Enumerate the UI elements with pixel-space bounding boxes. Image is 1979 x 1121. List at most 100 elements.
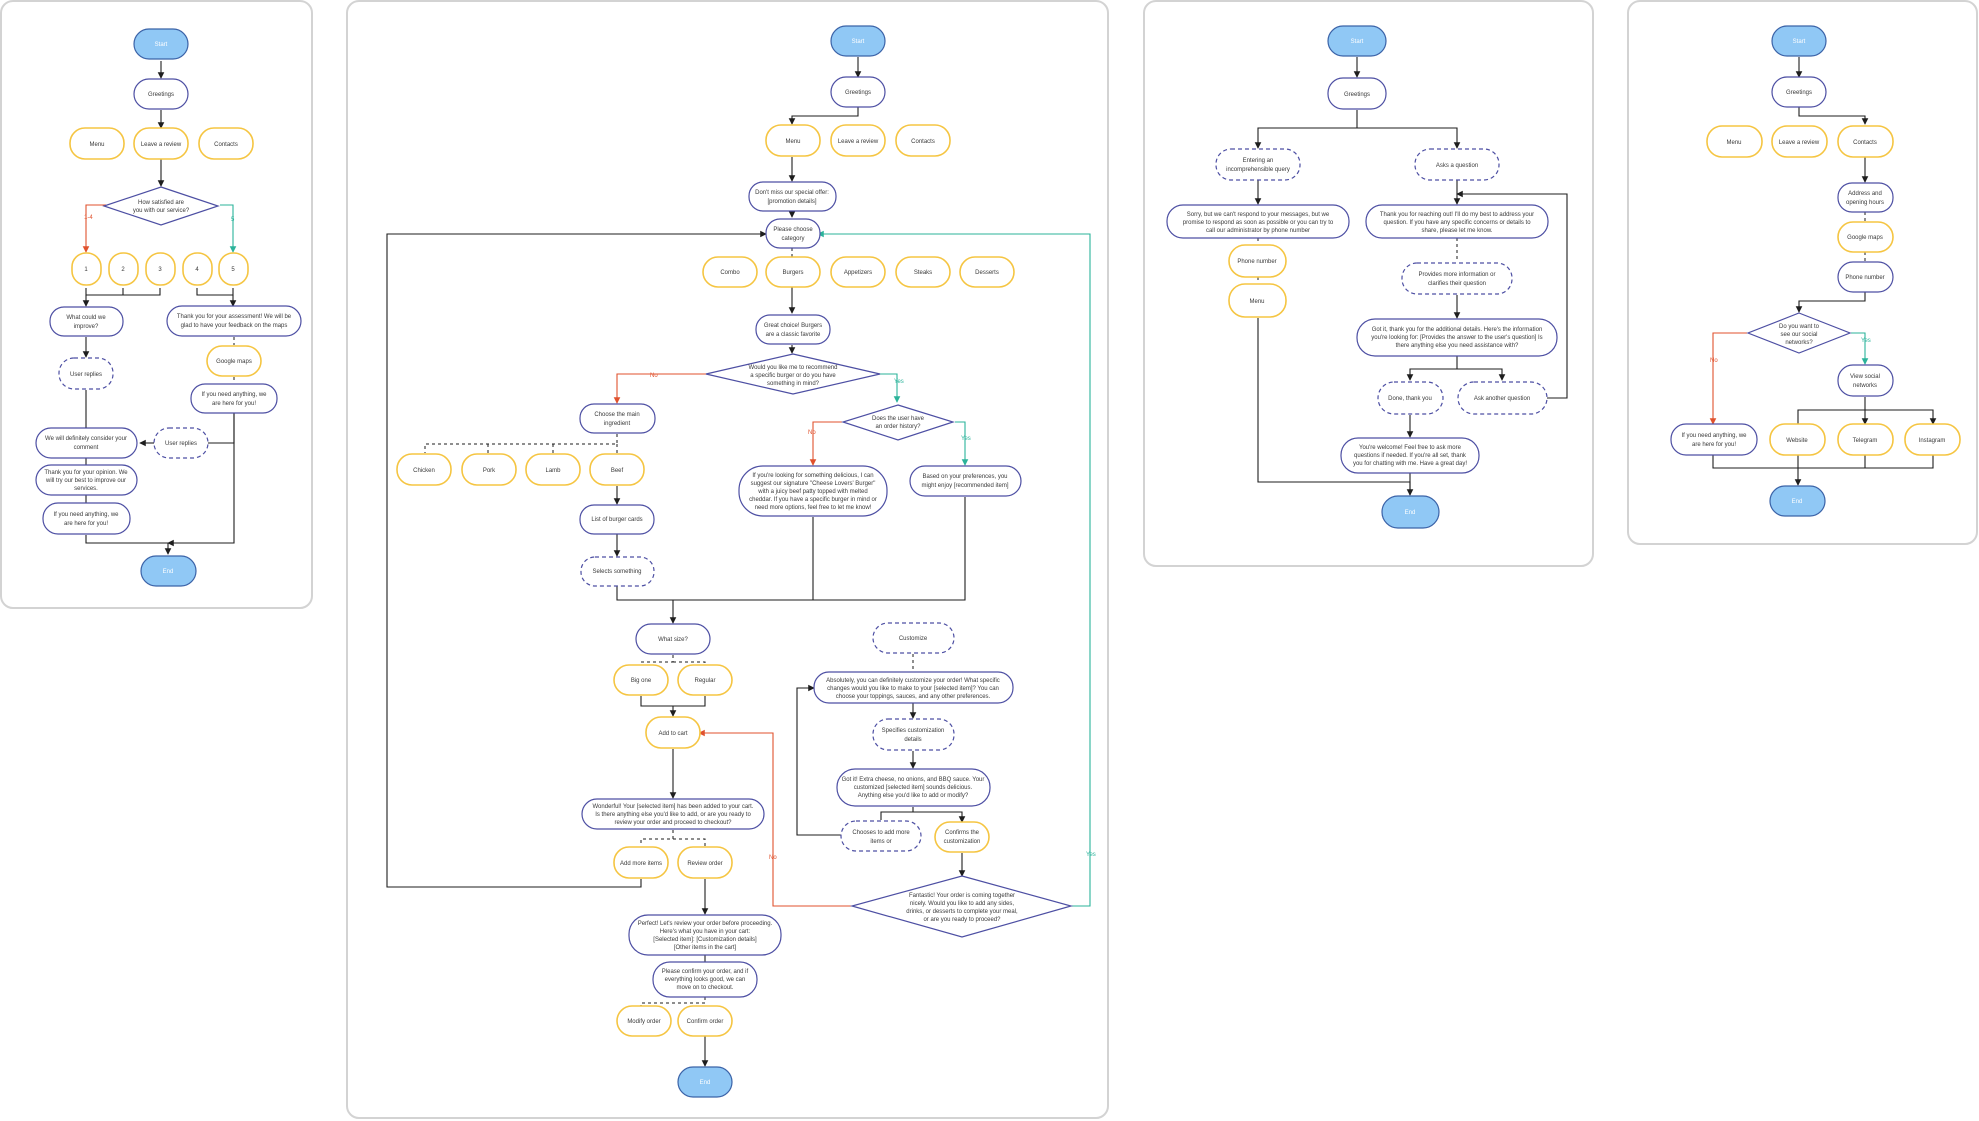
- flow2-big-one[interactable]: Big one: [613, 664, 669, 696]
- flow1-rating-5[interactable]: 5: [218, 252, 249, 286]
- flow2-specifies[interactable]: Specifies customization details: [872, 718, 955, 751]
- flow3-thanks-reaching[interactable]: Thank you for reaching out! I'll do my b…: [1365, 204, 1549, 239]
- flow2-end[interactable]: End: [677, 1066, 733, 1098]
- flow2-menu[interactable]: Menu: [765, 124, 821, 157]
- flow3-ask-another[interactable]: Ask another question: [1457, 381, 1548, 415]
- flow1-rating-4[interactable]: 4: [182, 252, 213, 286]
- flow2-modify-order-label: Modify order: [627, 1019, 660, 1025]
- flow3-start[interactable]: Start: [1327, 25, 1387, 57]
- flow2-ing-lamb[interactable]: Lamb: [525, 453, 581, 486]
- flow2-confirm-msg[interactable]: Please confirm your order, and if everyt…: [652, 961, 758, 998]
- flow3-incomp-line1: Entering an: [1243, 158, 1274, 164]
- flow2-add-more[interactable]: Add more items: [613, 846, 669, 879]
- flow4-website[interactable]: Website: [1769, 423, 1826, 456]
- flow3-got-it[interactable]: Got it, thank you for the additional det…: [1356, 318, 1558, 357]
- flow4-phone-number[interactable]: Phone number: [1837, 261, 1894, 293]
- flow1-greetings[interactable]: Greetings: [133, 78, 189, 110]
- flow2-add-to-cart[interactable]: Add to cart: [645, 716, 701, 749]
- flow2-got-it[interactable]: Got it! Extra cheese, no onions, and BBQ…: [836, 768, 991, 807]
- flow4-end[interactable]: End: [1769, 485, 1826, 517]
- flow4-leave-review[interactable]: Leave a review: [1771, 125, 1828, 158]
- flow2-fantastic-question[interactable]: Fantastic! Your order is coming together…: [849, 875, 1074, 938]
- flow2-start[interactable]: Start: [830, 25, 886, 57]
- flow2-added-msg[interactable]: Wonderful! Your [selected item] has been…: [581, 798, 765, 830]
- flow1-google-maps[interactable]: Google maps: [206, 345, 262, 377]
- flow2-what-size[interactable]: What size?: [635, 623, 711, 655]
- flow4-telegram[interactable]: Telegram: [1837, 423, 1894, 456]
- flow2-review-order[interactable]: Review order: [677, 846, 733, 879]
- flow1-contacts[interactable]: Contacts: [198, 127, 254, 160]
- flow2-recommend-question[interactable]: Would you like me to recommend a specifi…: [705, 353, 881, 395]
- flow2-confirms-custom[interactable]: Confirms the customization: [934, 821, 990, 853]
- flow1-satisfied-question[interactable]: How satisfied are you with our service?: [102, 186, 220, 226]
- flow3-sorry[interactable]: Sorry, but we can't respond to your mess…: [1166, 204, 1350, 239]
- flow3-menu[interactable]: Menu: [1228, 283, 1287, 318]
- flow3-nodes: Start Greetings Entering an incomprehens…: [1166, 25, 1558, 529]
- flow4-view-social[interactable]: View social networks: [1837, 364, 1894, 397]
- flow1-leave-review[interactable]: Leave a review: [133, 127, 189, 160]
- flow2-ing-pork[interactable]: Pork: [461, 453, 517, 486]
- flow2-greetings[interactable]: Greetings: [830, 76, 886, 108]
- flow2-ing-chicken[interactable]: Chicken: [396, 453, 452, 486]
- flow1-anything[interactable]: If you need anything, we are here for yo…: [190, 383, 278, 414]
- flow1-rating-2[interactable]: 2: [108, 252, 139, 286]
- flow2-regular[interactable]: Regular: [677, 664, 733, 696]
- flow1-user-replies-a[interactable]: User replies: [58, 357, 114, 390]
- flow2-special-offer[interactable]: Don't miss our special offer: [promotion…: [748, 181, 837, 212]
- flow2-cat-burgers[interactable]: Burgers: [765, 256, 821, 288]
- flow2-cat-combo[interactable]: Combo: [702, 256, 758, 288]
- flow1-rating-3[interactable]: 3: [145, 252, 176, 286]
- flow3-provides-info[interactable]: Provides more information or clarifies t…: [1401, 262, 1513, 295]
- flow4-instagram[interactable]: Instagram: [1904, 423, 1961, 456]
- flow2-review-msg[interactable]: Perfect! Let's review your order before …: [628, 914, 782, 956]
- flow3-phone-number[interactable]: Phone number: [1228, 244, 1287, 278]
- flow2-great-choice[interactable]: Great choice! Burgers are a classic favo…: [755, 314, 831, 345]
- flow1-improve[interactable]: What could we improve?: [49, 306, 124, 337]
- flow1-menu[interactable]: Menu: [69, 127, 125, 160]
- flow2-choose-category[interactable]: Please choose category: [765, 218, 821, 249]
- flow2-cat-steaks[interactable]: Steaks: [895, 256, 951, 288]
- flow1-anything2[interactable]: If you need anything, we are here for yo…: [42, 502, 131, 535]
- flow1-user-replies-b[interactable]: User replies: [153, 427, 209, 459]
- flow3-end[interactable]: End: [1381, 495, 1440, 529]
- flow3-done[interactable]: Done, thank you: [1377, 381, 1444, 415]
- flow4-google-maps[interactable]: Google maps: [1837, 221, 1894, 253]
- flow1-end[interactable]: End: [140, 555, 197, 587]
- flow4-social-question[interactable]: Do you want to see our social networks?: [1746, 312, 1852, 354]
- flow2-chooses-add-more[interactable]: Chooses to add more items or: [840, 820, 922, 852]
- flow2-absolutely-line1: Absolutely, you can definitely customize…: [826, 678, 1000, 684]
- flow2-ing-beef[interactable]: Beef: [589, 453, 645, 486]
- flow1-start[interactable]: Start: [133, 28, 189, 60]
- flow2-confirm-order[interactable]: Confirm order: [677, 1005, 733, 1037]
- flow2-cat-appetizers[interactable]: Appetizers: [830, 256, 886, 288]
- flow2-based-on-prefs[interactable]: Based on your preferences, you might enj…: [909, 465, 1022, 497]
- flow2-customize[interactable]: Customize: [872, 622, 955, 654]
- flow1-rating-1[interactable]: 1: [71, 252, 102, 286]
- flow4-anything[interactable]: If you need anything, we are here for yo…: [1670, 423, 1758, 456]
- flow2-order-history-question[interactable]: Does the user have an order history?: [841, 404, 955, 441]
- flow3-incomprehensible[interactable]: Entering an incomprehensible query: [1215, 148, 1301, 181]
- flow2-start-label: Start: [852, 39, 865, 45]
- flow4-menu[interactable]: Menu: [1706, 125, 1763, 158]
- flow2-choose-main[interactable]: Choose the main ingredient: [579, 403, 656, 434]
- flow2-burger-cards[interactable]: List of burger cards: [579, 504, 655, 535]
- flow3-welcome[interactable]: You're welcome! Feel free to ask more qu…: [1340, 437, 1480, 474]
- flow4-start[interactable]: Start: [1771, 25, 1827, 57]
- flow1-thanks-opinion[interactable]: Thank you for your opinion. We will try …: [35, 464, 138, 496]
- flow2-leave-review[interactable]: Leave a review: [830, 124, 886, 157]
- flow3-greetings[interactable]: Greetings: [1327, 77, 1387, 110]
- flow4-address[interactable]: Address and opening hours: [1837, 182, 1894, 213]
- flow1-thanks-assessment[interactable]: Thank you for your assessment! We will b…: [166, 305, 302, 337]
- flow2-review-line3: [Selected item]: [Customization details]: [653, 937, 757, 943]
- flow4-greetings[interactable]: Greetings: [1771, 76, 1827, 108]
- flow3-ask-question[interactable]: Asks a question: [1414, 148, 1500, 181]
- flow2-cat-desserts[interactable]: Desserts: [959, 256, 1015, 288]
- flow2-modify-order[interactable]: Modify order: [616, 1005, 672, 1037]
- flow4-website-label: Website: [1786, 438, 1808, 444]
- flow2-contacts[interactable]: Contacts: [895, 124, 951, 157]
- flow2-selects[interactable]: Selects something: [580, 556, 655, 587]
- flow2-absolutely[interactable]: Absolutely, you can definitely customize…: [813, 671, 1014, 704]
- flow2-signature[interactable]: If you're looking for something deliciou…: [738, 465, 888, 517]
- flow1-consider[interactable]: We will definitely consider your comment: [35, 427, 138, 459]
- flow4-contacts[interactable]: Contacts: [1837, 125, 1894, 158]
